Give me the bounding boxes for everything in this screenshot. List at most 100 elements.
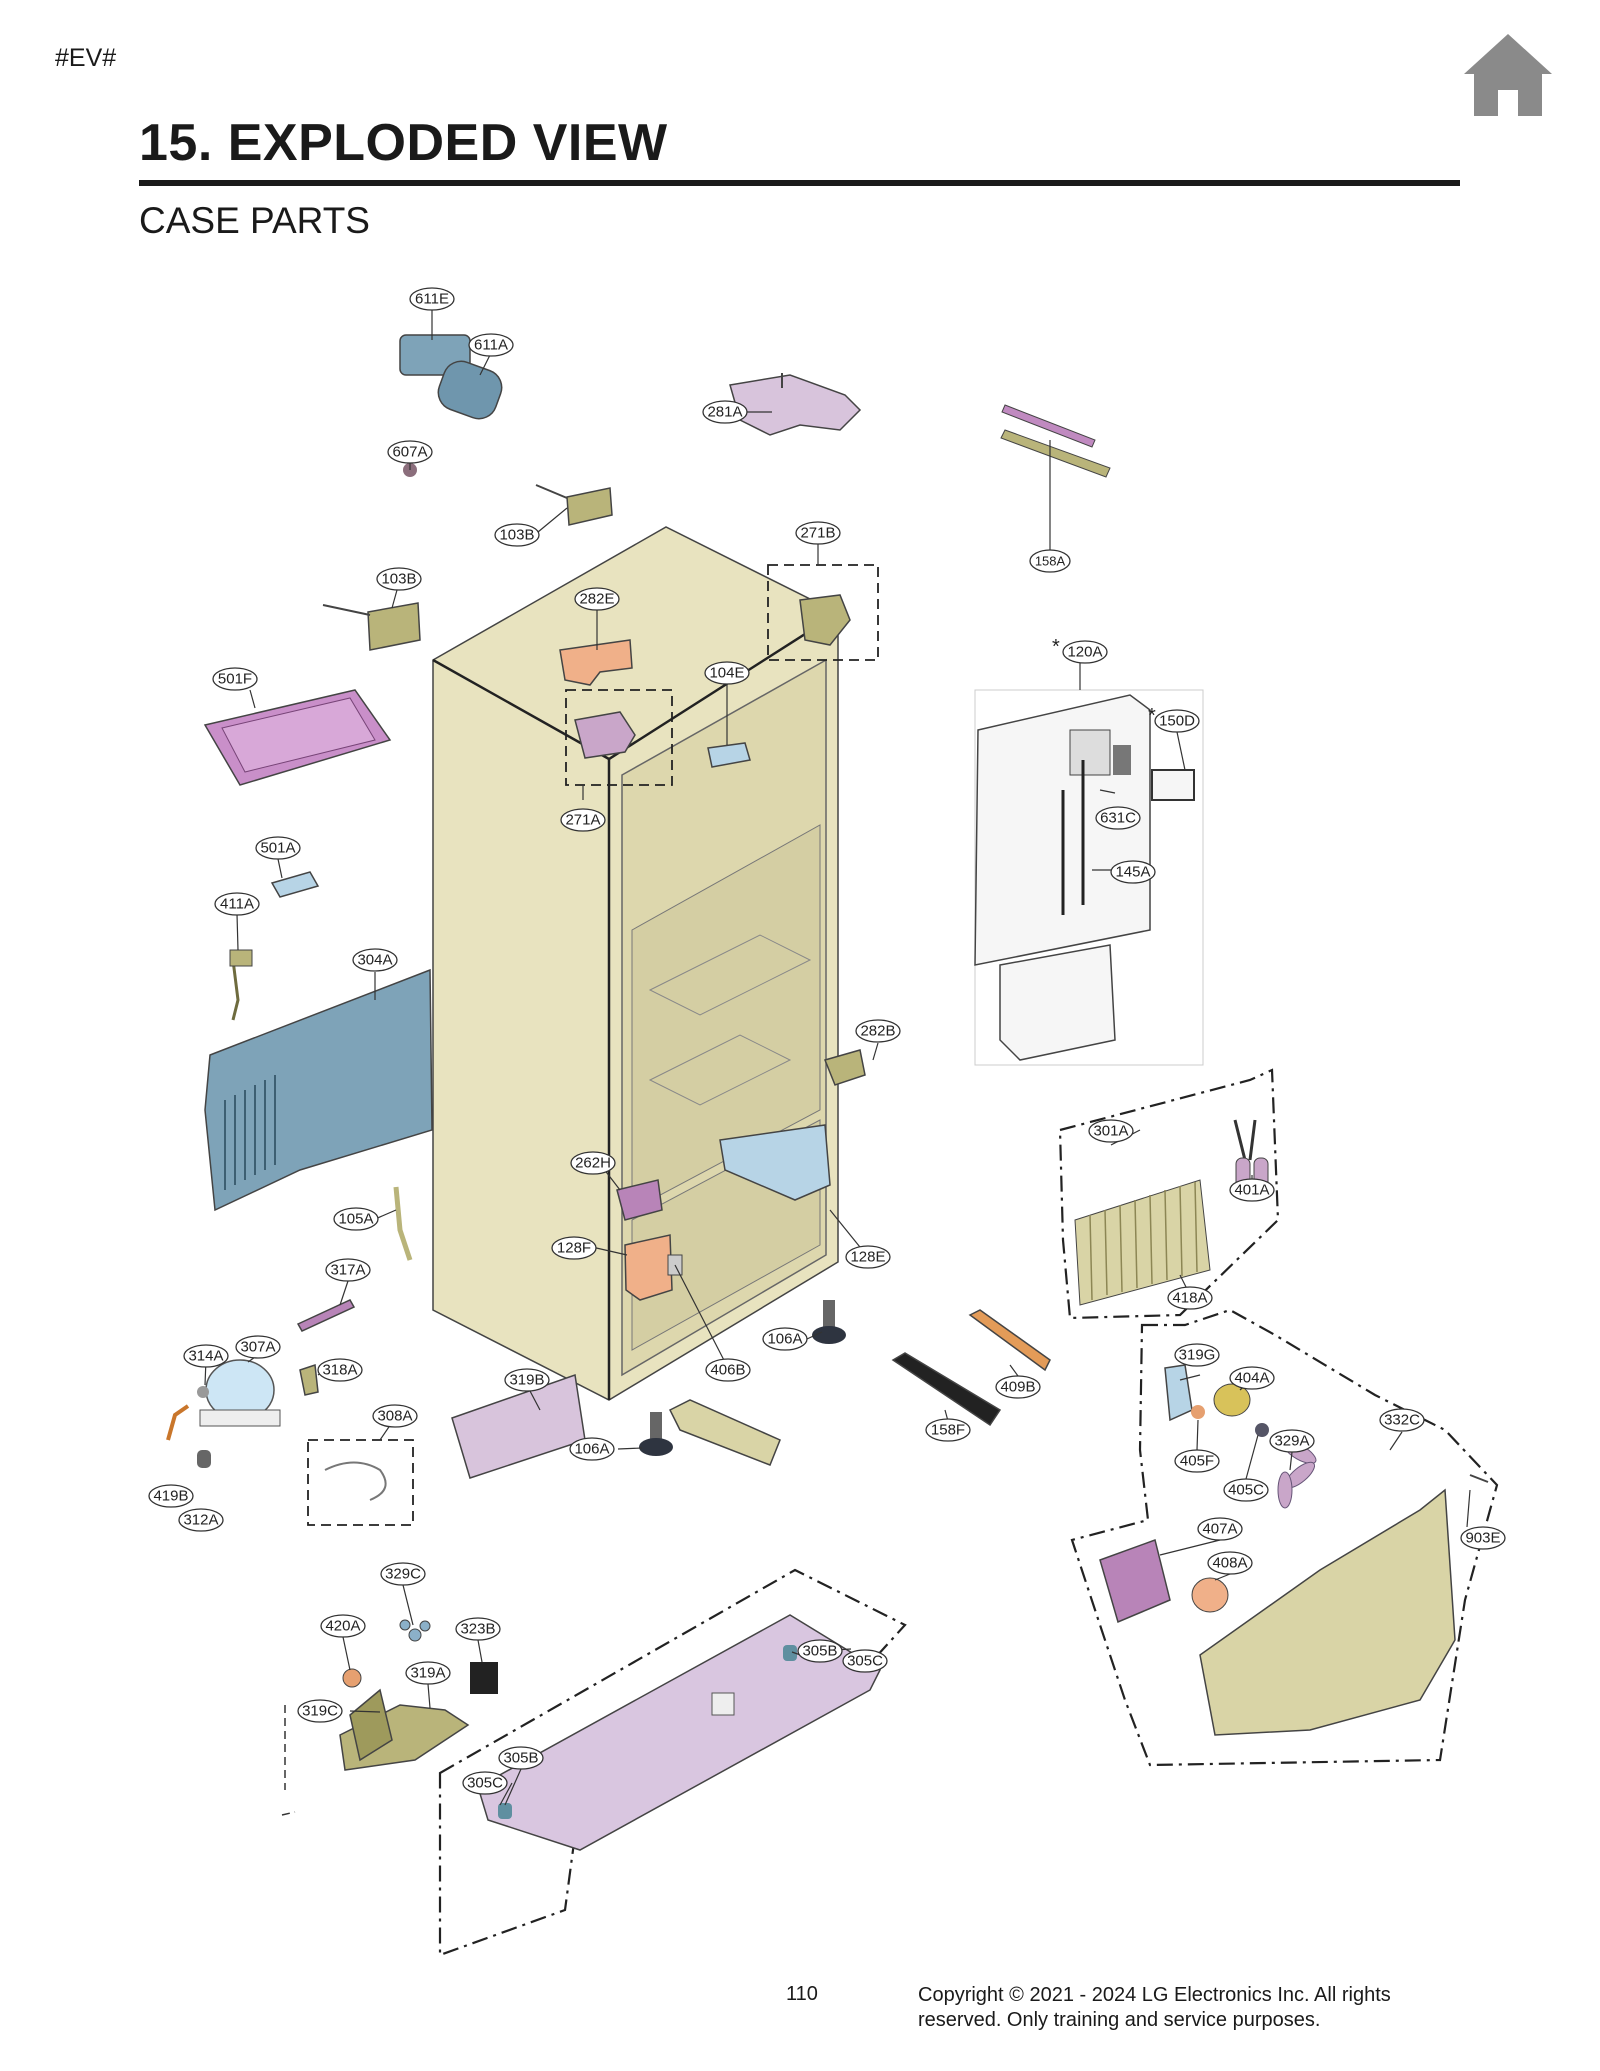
callout-262h: 262H — [570, 1151, 616, 1175]
svg-text:329C: 329C — [385, 1566, 421, 1583]
part-cover-bottom — [668, 1399, 781, 1466]
document-tag: #EV# — [55, 44, 117, 72]
part-128f — [624, 1234, 673, 1301]
svg-text:407A: 407A — [1202, 1521, 1237, 1538]
svg-text:319G: 319G — [1179, 1347, 1216, 1364]
svg-text:501F: 501F — [218, 671, 252, 688]
callout-611a: 611A — [468, 333, 514, 357]
part-271a-bracket-outline — [565, 689, 673, 786]
callout-408a: 408A — [1207, 1551, 1253, 1575]
home-icon[interactable] — [1460, 30, 1556, 120]
svg-text:282E: 282E — [579, 591, 614, 608]
svg-text:304A: 304A — [357, 952, 392, 969]
callout-307a: 307A — [235, 1335, 281, 1359]
part-304a — [204, 968, 433, 1212]
callout-401a: 401A — [1229, 1178, 1275, 1202]
svg-text:420A: 420A — [325, 1618, 360, 1635]
svg-text:106A: 106A — [767, 1331, 802, 1348]
svg-text:128E: 128E — [850, 1249, 885, 1266]
svg-text:319C: 319C — [302, 1703, 338, 1720]
part-106a-left — [639, 1412, 673, 1456]
callout-305c-left: 305C — [462, 1771, 508, 1795]
machine-compartment-outline — [438, 1568, 907, 1957]
callout-319g: 319G — [1174, 1343, 1220, 1367]
svg-text:409B: 409B — [1000, 1379, 1035, 1396]
part-332c-outline — [1070, 1308, 1499, 1767]
svg-text:262H: 262H — [575, 1155, 611, 1172]
svg-text:305B: 305B — [802, 1643, 837, 1660]
callout-406b: 406B — [705, 1358, 751, 1382]
svg-text:158F: 158F — [931, 1422, 965, 1439]
part-271b-bracket-outline — [767, 564, 879, 661]
part-104e — [707, 742, 751, 768]
callout-282b: 282B — [855, 1019, 901, 1043]
part-282b — [823, 1049, 866, 1086]
svg-text:150D: 150D — [1159, 713, 1195, 730]
part-332c-cover — [1199, 1488, 1456, 1736]
part-407a — [1099, 1539, 1171, 1624]
callout-301a: 301A — [1088, 1119, 1134, 1143]
svg-text:271A: 271A — [565, 812, 600, 829]
callout-611e: 611E — [409, 287, 455, 311]
callout-631c: 631C — [1095, 806, 1141, 830]
svg-text:128F: 128F — [557, 1240, 591, 1257]
callout-305c-right: 305C — [842, 1649, 888, 1673]
exploded-view-diagram: 611E 611A 607A 281A 158A 103B 103B 271B … — [148, 287, 1506, 1957]
part-319c — [349, 1688, 393, 1762]
svg-text:405F: 405F — [1180, 1453, 1214, 1470]
svg-text:104E: 104E — [709, 665, 744, 682]
part-103b-left — [367, 602, 421, 651]
svg-text:329A: 329A — [1274, 1433, 1309, 1450]
part-106a-right — [812, 1300, 846, 1344]
part-903e — [1469, 1474, 1489, 1483]
part-271a — [574, 711, 636, 759]
callout-103b-left: 103B — [376, 567, 422, 591]
part-305c-left — [498, 1803, 512, 1819]
svg-text:408A: 408A — [1212, 1555, 1247, 1572]
callout-501a: 501A — [255, 836, 301, 860]
svg-text:903E: 903E — [1465, 1530, 1500, 1547]
svg-text:411A: 411A — [220, 896, 254, 913]
callout-329a: 329A — [1269, 1429, 1315, 1453]
part-301a-outline — [1058, 1068, 1280, 1320]
copyright-notice: Copyright © 2021 - 2024 LG Electronics I… — [918, 1984, 1391, 2031]
part-420a — [342, 1668, 362, 1688]
svg-text:611E: 611E — [415, 291, 449, 308]
callout-418a: 418A — [1167, 1286, 1213, 1310]
svg-text:406B: 406B — [710, 1362, 745, 1379]
callout-607a: 607A — [387, 440, 433, 464]
svg-text:323B: 323B — [460, 1621, 495, 1638]
callout-308a: 308A — [372, 1404, 418, 1428]
part-158a — [1000, 404, 1111, 478]
callout-104e: 104E — [704, 661, 750, 685]
callout-420a: 420A — [320, 1614, 366, 1638]
callout-323b: 323B — [455, 1617, 501, 1641]
part-314a — [197, 1386, 209, 1398]
part-611-assembly — [399, 334, 503, 420]
part-405f — [1191, 1405, 1205, 1419]
callout-106a-left: 106A — [569, 1437, 615, 1461]
callout-128e: 128E — [845, 1245, 891, 1269]
svg-text:607A: 607A — [392, 444, 427, 461]
svg-text:305B: 305B — [503, 1750, 538, 1767]
callout-158f: 158F — [925, 1418, 971, 1442]
part-405c — [1255, 1423, 1269, 1437]
part-281a — [729, 374, 862, 436]
part-305b-base — [477, 1614, 881, 1851]
callout-419b: 419B — [148, 1484, 194, 1508]
callout-411a: 411A — [214, 892, 260, 916]
svg-text:103B: 103B — [499, 527, 534, 544]
part-282e — [559, 639, 633, 686]
svg-text:103B: 103B — [381, 571, 416, 588]
svg-text:120A: 120A — [1067, 644, 1102, 661]
title-rule — [139, 180, 1460, 186]
callout-128f: 128F — [551, 1236, 597, 1260]
callout-319c: 319C — [297, 1699, 343, 1723]
callout-332c: 332C — [1379, 1408, 1425, 1432]
callout-304a: 304A — [352, 948, 398, 972]
page-title: 15. EXPLODED VIEW — [139, 114, 668, 172]
part-409b — [968, 1309, 1051, 1372]
callout-405c: 405C — [1223, 1478, 1269, 1502]
part-128e — [719, 1124, 831, 1201]
part-262h — [616, 1179, 663, 1221]
